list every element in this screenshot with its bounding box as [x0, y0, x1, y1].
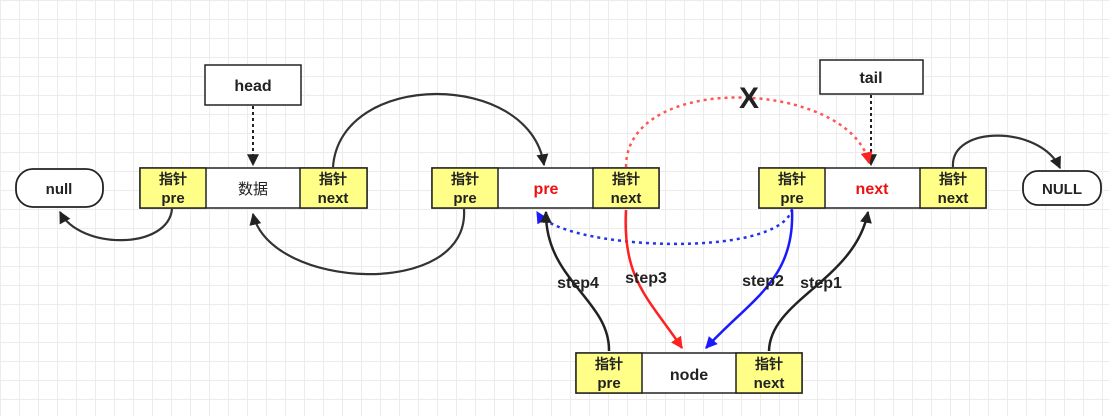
head-pointer-box: head: [204, 64, 302, 106]
head-node-next-title: 指针: [319, 171, 347, 187]
step3-label: step3: [625, 270, 667, 287]
step4-arrow: [539, 210, 611, 352]
pre-node-pre-title: 指针: [451, 171, 479, 187]
pre-node-pre-label: pre: [453, 190, 476, 207]
step4-label: step4: [557, 275, 599, 292]
null-terminal-right: NULL: [1022, 170, 1102, 206]
tail-label: tail: [859, 70, 882, 87]
new-node: 指针 pre node 指针 next: [575, 352, 803, 394]
pre-prev-to-head-arrow: [249, 208, 466, 276]
new-node-next-title: 指针: [755, 356, 783, 372]
pre-node: 指针 pre pre 指针 next: [431, 167, 660, 209]
next-node: 指针 pre next 指针 next: [758, 167, 987, 209]
next-node-next-label: next: [938, 190, 969, 207]
next-node-pre-label: pre: [780, 190, 803, 207]
removed-prev-link: [535, 208, 794, 246]
step2-arrow: [705, 209, 794, 349]
step3-arrow: [624, 209, 684, 349]
step1-label: step1: [800, 275, 842, 292]
null-terminal-left: null: [15, 168, 104, 208]
step1-arrow: [767, 210, 872, 352]
new-node-pre-title: 指针: [595, 356, 623, 372]
next-next-to-null-arrow: [951, 134, 1061, 170]
removed-mark: X: [739, 82, 759, 115]
new-node-next-label: next: [754, 375, 785, 392]
pre-node-data-label: pre: [534, 181, 559, 198]
head-node-next-label: next: [318, 190, 349, 207]
removed-next-link: [624, 96, 873, 168]
null-left-label: null: [46, 181, 73, 198]
head-label: head: [234, 78, 271, 95]
step2-label: step2: [742, 273, 784, 290]
tail-pointer-box: tail: [819, 59, 924, 95]
head-node-pre-label: pre: [161, 190, 184, 207]
next-node-next-title: 指针: [939, 171, 967, 187]
pre-node-next-title: 指针: [612, 171, 640, 187]
null-right-label: NULL: [1042, 181, 1082, 198]
head-prev-to-null-arrow: [59, 208, 174, 242]
head-node: 指针 pre 数据 指针 next: [139, 167, 368, 209]
pre-node-next-label: next: [611, 190, 642, 207]
head-next-to-pre-arrow: [331, 92, 549, 168]
head-node-data-label: 数据: [238, 181, 268, 198]
head-node-pre-title: 指针: [159, 171, 187, 187]
next-node-data-label: next: [856, 181, 890, 198]
new-node-pre-label: pre: [597, 375, 620, 392]
next-node-pre-title: 指针: [778, 171, 806, 187]
new-node-data-label: node: [670, 367, 708, 384]
